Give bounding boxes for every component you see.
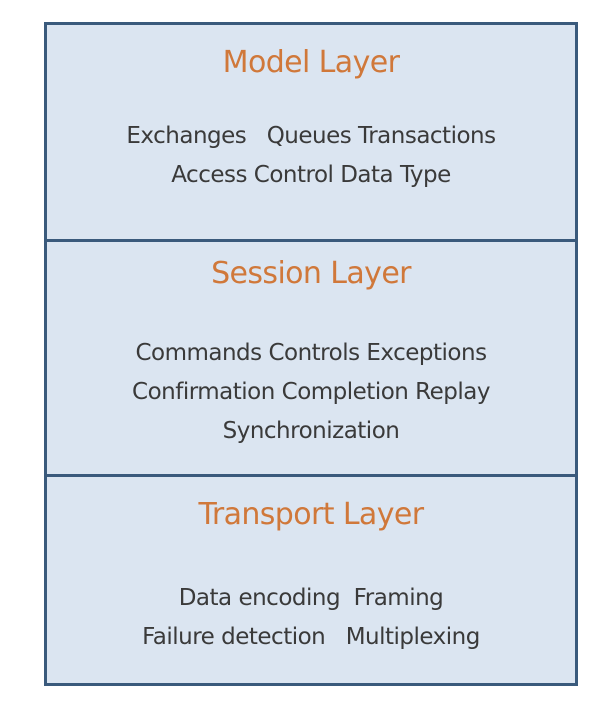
session-layer-line: Confirmation Completion Replay — [132, 379, 490, 405]
model-layer-line: Access Control Data Type — [171, 162, 451, 188]
model-layer-title: Model Layer — [222, 45, 400, 80]
transport-layer-line: Failure detection Multiplexing — [142, 624, 480, 650]
transport-layer-items: Data encoding Framing Failure detection … — [47, 579, 575, 657]
layer-divider — [47, 239, 575, 242]
session-layer: Session Layer Commands Controls Exceptio… — [47, 241, 575, 476]
session-layer-title: Session Layer — [211, 256, 411, 291]
transport-layer-line: Data encoding Framing — [178, 585, 444, 611]
session-layer-line: Commands Controls Exceptions — [135, 340, 487, 366]
session-layer-items: Commands Controls Exceptions Confirmatio… — [47, 334, 575, 451]
transport-layer: Transport Layer Data encoding Framing Fa… — [47, 476, 575, 683]
model-layer: Model Layer Exchanges Queues Transaction… — [47, 25, 575, 241]
layer-stack: Model Layer Exchanges Queues Transaction… — [44, 22, 578, 686]
transport-layer-title: Transport Layer — [198, 497, 425, 532]
layer-divider — [47, 474, 575, 477]
model-layer-items: Exchanges Queues Transactions Access Con… — [47, 117, 575, 195]
session-layer-line: Synchronization — [222, 418, 400, 444]
model-layer-line: Exchanges Queues Transactions — [126, 123, 496, 149]
